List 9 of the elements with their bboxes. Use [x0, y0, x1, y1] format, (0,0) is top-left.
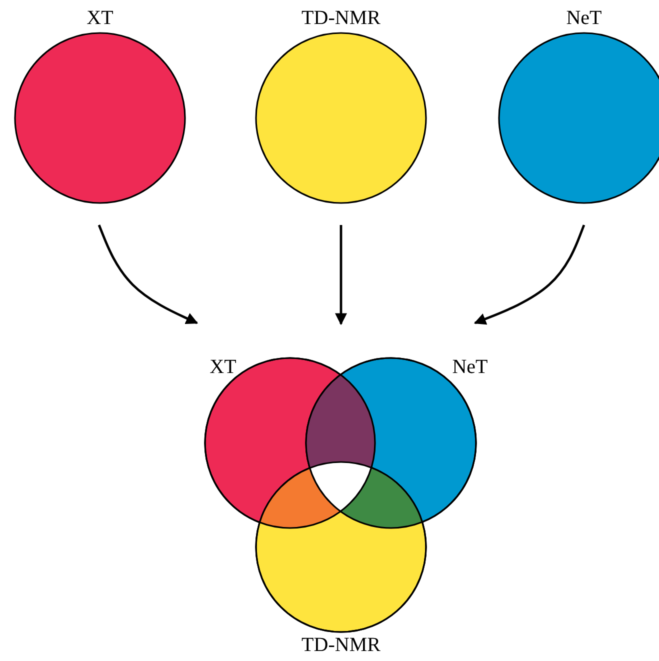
circle-label: NeT: [566, 7, 602, 29]
circle-label: NeT: [452, 356, 488, 378]
arrow: [98, 224, 198, 324]
arrow: [335, 225, 347, 326]
arrow: [474, 224, 586, 325]
circle-label: XT: [86, 7, 114, 29]
circle-label: TD-NMR: [302, 7, 380, 29]
circle-label: TD-NMR: [302, 634, 380, 656]
circle-label: XT: [210, 356, 236, 378]
